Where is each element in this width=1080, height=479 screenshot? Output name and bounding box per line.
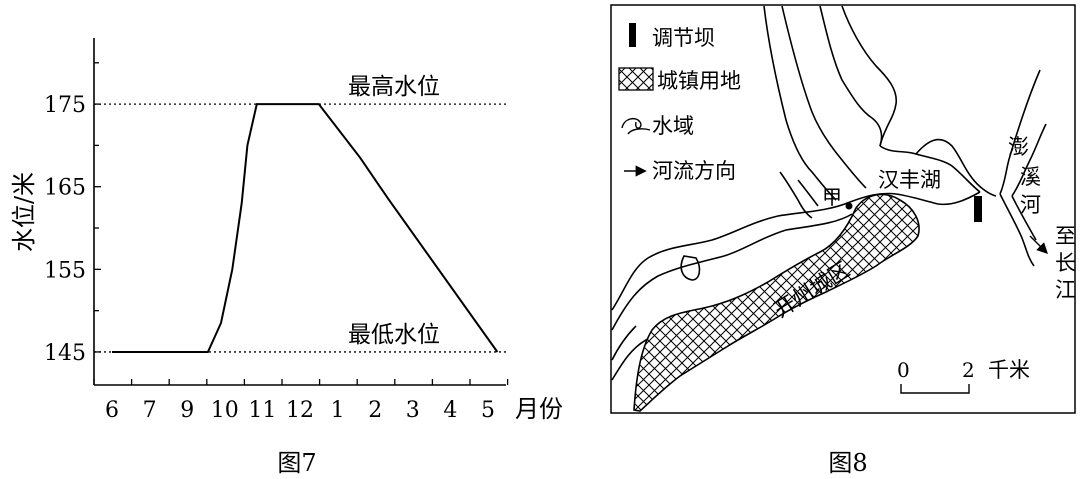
scale-bar [900, 384, 970, 394]
y-tick-label: 145 [44, 341, 86, 366]
y-tick-label: 155 [44, 258, 86, 283]
scale-unit: 千米 [988, 358, 1030, 382]
outflow-label-3: 江 [1055, 278, 1076, 302]
y-axis-label: 水位/米 [10, 172, 38, 252]
outflow-label-1: 至 [1055, 224, 1076, 248]
x-tick-label: 6 [105, 398, 119, 423]
legend-water-label: 水域 [652, 114, 694, 138]
figure-7-caption: 图7 [277, 449, 316, 477]
city-area [633, 193, 920, 412]
legend-urban-label: 城镇用地 [657, 69, 741, 93]
y-tick-label: 165 [44, 176, 86, 201]
legend-flow-label: 河流方向 [652, 159, 736, 183]
river-label-2: 溪 [1020, 165, 1041, 189]
crosshatch-icon [618, 67, 654, 91]
scale-end: 2 [962, 358, 975, 382]
x-axis-label: 月份 [515, 395, 563, 423]
map-legend: 调节坝 城镇用地 水域 河流方向 [618, 23, 741, 183]
x-tick-label: 7 [143, 398, 157, 423]
y-axis-minor-ticks [94, 62, 99, 312]
reference-line-label: 最高水位 [348, 74, 440, 100]
x-tick-label: 9 [180, 398, 194, 423]
point-jia-label: 甲 [822, 185, 842, 209]
river-label-1: 澎 [1008, 135, 1029, 159]
series-line [112, 103, 499, 353]
x-tick-label: 10 [211, 398, 239, 423]
x-tick-label: 1 [331, 398, 345, 423]
water-outlines [611, 5, 1047, 381]
dam-icon [629, 23, 636, 47]
point-jia-marker [845, 202, 853, 210]
outflow-arrow [1029, 235, 1048, 254]
dam-marker [974, 196, 982, 222]
kaizhou-map: 甲 汉丰湖 开州城区 澎 溪 河 至 长 江 0 2 千米 调节坝 城镇用地 水… [610, 4, 1076, 477]
reference-line-label: 最低水位 [348, 322, 440, 348]
x-tick-label: 2 [368, 398, 382, 423]
x-tick-label: 3 [406, 398, 420, 423]
legend-dam-label: 调节坝 [652, 26, 715, 50]
x-tick-label: 11 [248, 398, 276, 423]
y-axis-ticks: 145 155 165 175 [44, 93, 101, 366]
x-tick-label: 12 [286, 398, 314, 423]
figure-8-caption: 图8 [828, 449, 867, 477]
water-icon [621, 117, 651, 135]
y-tick-label: 175 [44, 93, 86, 118]
x-tick-label: 4 [443, 398, 457, 423]
river-label-3: 河 [1020, 193, 1041, 217]
outflow-label-2: 长 [1055, 251, 1076, 275]
lake-label: 汉丰湖 [878, 168, 941, 192]
x-tick-label: 5 [481, 398, 495, 423]
scale-start: 0 [897, 358, 910, 382]
